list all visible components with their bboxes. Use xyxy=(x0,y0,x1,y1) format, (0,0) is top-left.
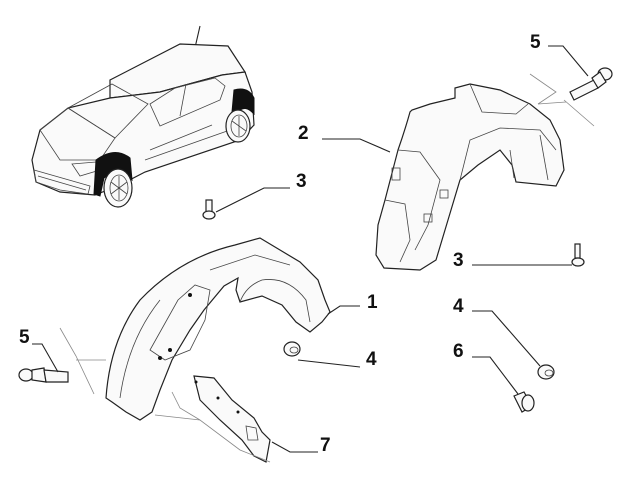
callout-1: 1 xyxy=(367,292,378,313)
leader-line-1 xyxy=(327,305,360,315)
callout-7: 7 xyxy=(320,435,331,456)
part-3-screw-left xyxy=(202,199,216,220)
callout-6: 6 xyxy=(453,341,464,362)
part-2-wheel-arch-liner xyxy=(375,83,565,271)
part-1-front-wheel-arch-liner xyxy=(105,237,331,421)
part-4-nut-clip-right xyxy=(537,364,555,380)
leader-line-6 xyxy=(472,356,519,395)
callout-3-left: 3 xyxy=(296,171,307,192)
rear-wheel xyxy=(225,109,251,143)
front-wheel xyxy=(103,168,133,208)
leader-line-4-center xyxy=(297,359,361,368)
leader-line-5-left xyxy=(32,343,59,373)
leader-line-2 xyxy=(322,138,391,153)
part-3-screw-right xyxy=(571,243,585,267)
leader-line-4-right xyxy=(472,310,541,367)
leader-line-7 xyxy=(271,441,318,453)
front-wheel-arch-highlight xyxy=(93,152,133,197)
part-4-nut-clip-center xyxy=(283,341,301,357)
part-6-spacer-bushing xyxy=(513,391,535,413)
callout-5-left: 5 xyxy=(19,327,30,348)
callout-4-center: 4 xyxy=(366,349,377,370)
callout-4-right: 4 xyxy=(453,296,464,317)
part-5-fastener-top xyxy=(569,67,613,101)
callout-2: 2 xyxy=(298,123,309,144)
callout-3-right: 3 xyxy=(453,250,464,271)
leader-line-3-left xyxy=(215,187,290,213)
callout-5-top: 5 xyxy=(530,32,541,53)
car-illustration xyxy=(31,25,255,208)
part-7-splash-shield xyxy=(193,375,271,463)
part-5-fastener-left xyxy=(18,367,69,383)
leader-line-5-top xyxy=(548,45,589,77)
